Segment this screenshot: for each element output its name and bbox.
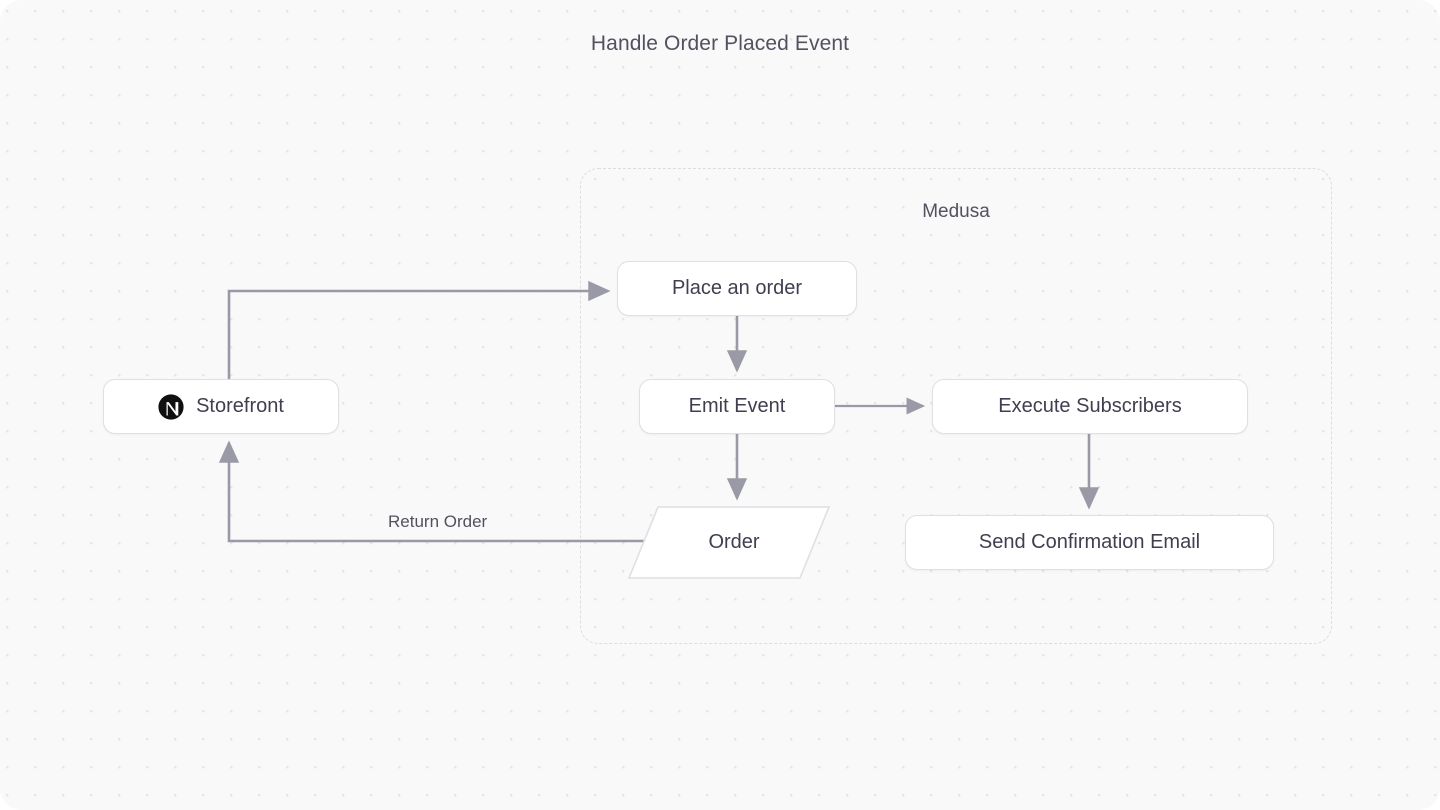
node-storefront-label: Storefront: [196, 395, 284, 417]
node-send-confirmation-email[interactable]: Send Confirmation Email: [905, 515, 1274, 570]
node-storefront[interactable]: Storefront: [103, 379, 339, 434]
nextjs-icon: [158, 393, 184, 420]
edge-label-return-order: Return Order: [380, 510, 496, 534]
edge-storefront-to-place-order: [227, 280, 611, 379]
node-execute-subscribers[interactable]: Execute Subscribers: [932, 379, 1248, 434]
node-emit-event-label: Emit Event: [688, 395, 786, 417]
node-send-confirmation-email-label: Send Confirmation Email: [978, 531, 1201, 553]
node-order-label: Order: [708, 531, 760, 553]
parallelogram-shape: [628, 506, 830, 579]
node-place-an-order[interactable]: Place an order: [617, 261, 857, 316]
node-execute-subscribers-label: Execute Subscribers: [998, 395, 1182, 417]
group-container-medusa: Medusa: [580, 168, 1332, 644]
node-order[interactable]: Order: [628, 506, 830, 579]
node-emit-event[interactable]: Emit Event: [639, 379, 835, 434]
group-label-medusa: Medusa: [922, 201, 990, 222]
node-place-an-order-label: Place an order: [671, 277, 803, 299]
diagram-title: Handle Order Placed Event: [590, 32, 850, 55]
